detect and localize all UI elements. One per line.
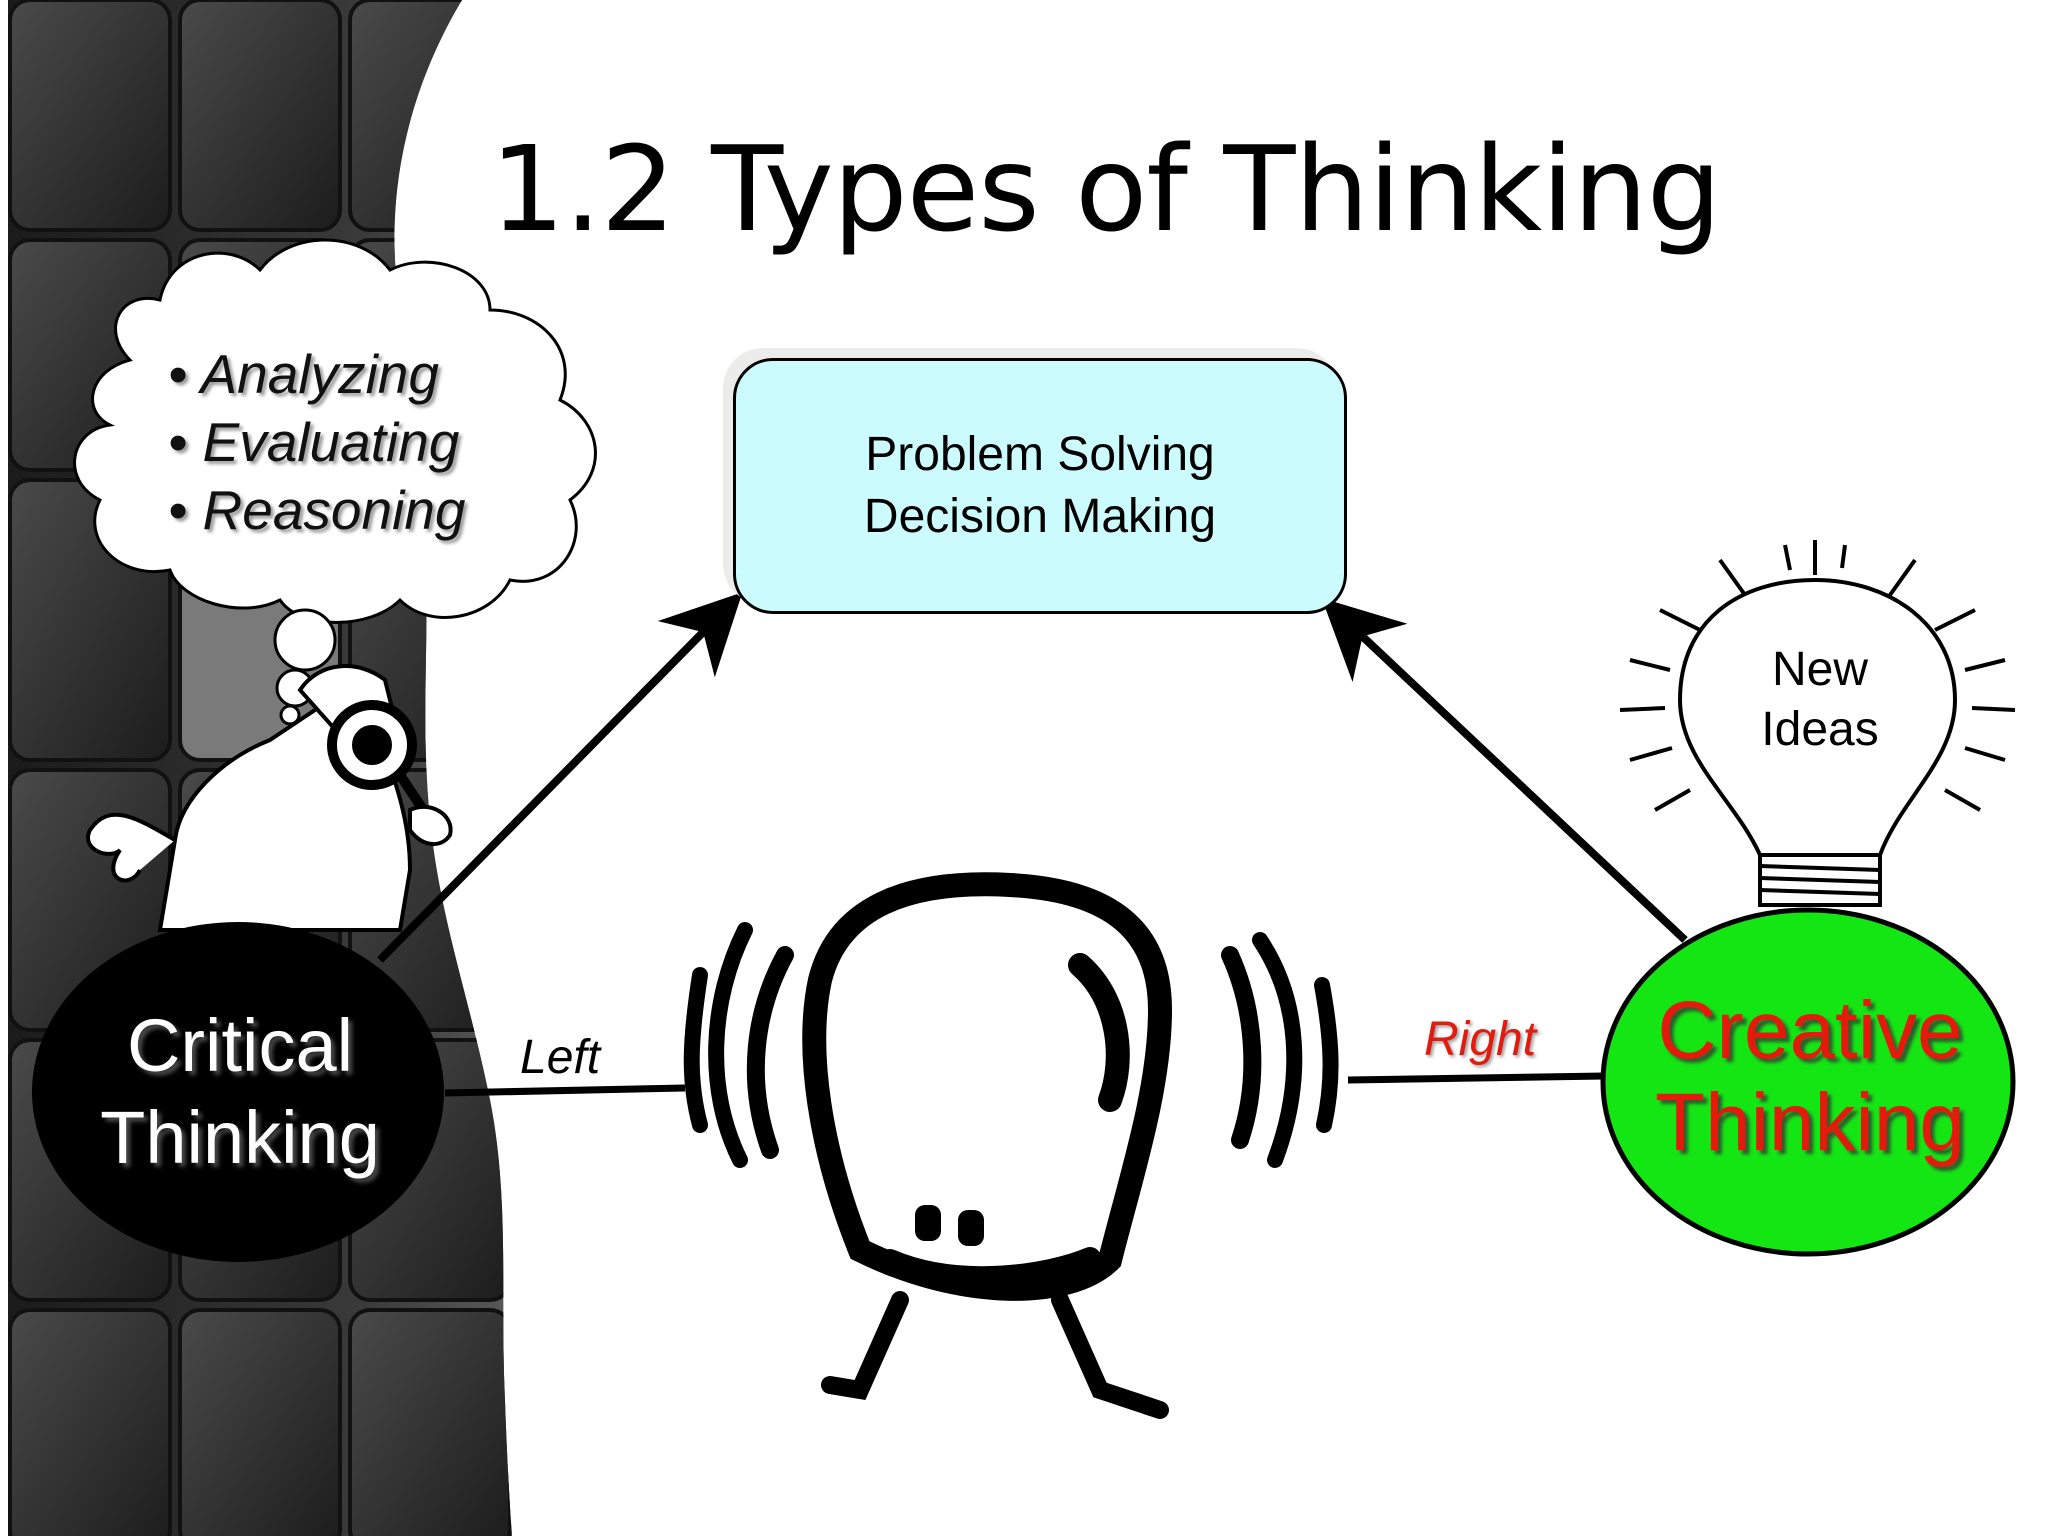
creative-thinking-node: [1600, 907, 2016, 1257]
left-label: Left: [520, 1031, 601, 1084]
bulb-label: New Ideas: [1720, 640, 1920, 760]
critical-thinking-node: [32, 922, 444, 1262]
bulb-line-2: Ideas: [1761, 703, 1879, 756]
creative-line-2: Thinking: [1655, 1077, 1965, 1168]
brain-head-figure: [683, 872, 1339, 1419]
bulb-line-1: New: [1771, 643, 1869, 696]
thought-item: • Analyzing: [168, 343, 439, 405]
thought-cloud: [73, 238, 597, 624]
problem-solving-box: Problem Solving Decision Making: [733, 358, 1347, 614]
thought-item: • Evaluating: [168, 411, 460, 473]
thought-item: • Reasoning: [168, 479, 466, 541]
arrow-critical-to-box: [377, 592, 743, 963]
lightbulb-icon: [1619, 540, 2016, 907]
critical-line-1: Critical: [126, 1004, 354, 1087]
line-left: [444, 1084, 686, 1097]
line-right: [1347, 1072, 1606, 1084]
creative-thinking-label: Creative Thinking: [1610, 985, 2010, 1169]
thought-dot-small: [279, 704, 301, 726]
box-line-2: Decision Making: [863, 490, 1217, 543]
slide-title: 1.2 Types of Thinking: [490, 120, 1722, 258]
thought-dot-large: [273, 608, 337, 672]
critical-line-2: Thinking: [100, 1096, 380, 1179]
creative-line-1: Creative: [1657, 985, 1963, 1076]
critical-thinking-label: Critical Thinking: [40, 1000, 440, 1184]
right-label: Right: [1424, 1013, 1537, 1066]
box-line-1: Problem Solving: [865, 428, 1215, 481]
thought-bubble-list: • Analyzing • Evaluating • Reasoning: [168, 340, 528, 544]
arrow-creative-to-box: [1321, 598, 1688, 943]
